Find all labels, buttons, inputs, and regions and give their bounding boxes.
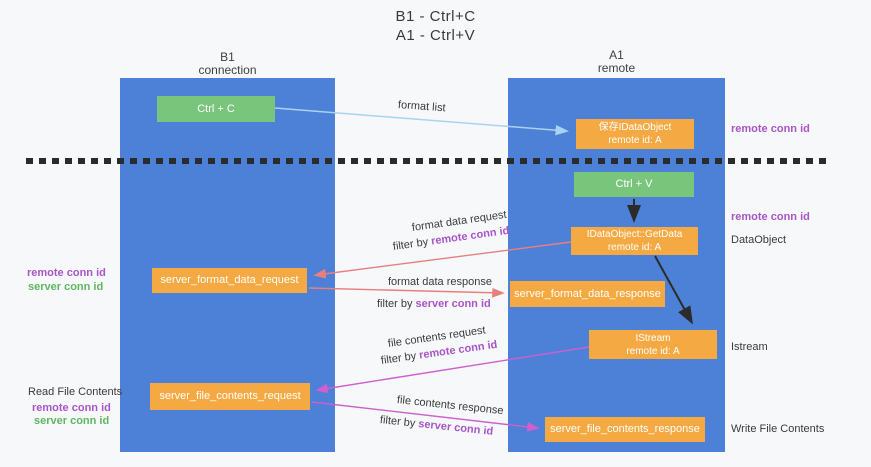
label-dataobject: DataObject: [731, 234, 787, 246]
node-istream-line1: IStream: [635, 332, 671, 344]
label-server-conn-id-left-mid: server conn id: [28, 281, 104, 293]
label-remote-conn-id-left-mid: remote conn id: [27, 267, 106, 279]
label-filter-by-server-1: filter by server conn id: [377, 298, 491, 310]
node-getdata-line2: remote id: A: [607, 242, 662, 253]
label-remote-conn-id-right-mid: remote conn id: [731, 211, 810, 223]
node-ctrl-c: Ctrl + C: [157, 96, 275, 122]
node-ctrl-c-label: Ctrl + C: [197, 102, 235, 115]
node-server-format-data-request-label: server_format_data_request: [160, 274, 299, 286]
label-filter-by-remote-1: filter by remote conn id: [392, 225, 510, 253]
label-file-contents-response: file contents response: [396, 394, 505, 418]
filter-by-text: filter by: [377, 298, 413, 310]
node-server-file-contents-response: server_file_contents_response: [545, 417, 705, 442]
filter-by-text: filter by: [392, 236, 429, 253]
title-line-2: A1 - Ctrl+V: [395, 27, 476, 44]
filter-by-text: filter by: [379, 414, 416, 430]
column-header-a1: A1 remote: [508, 49, 725, 75]
title-line-1: B1 - Ctrl+C: [395, 8, 476, 25]
label-read-file-contents: Read File Contents: [28, 386, 123, 398]
filter-by-text: filter by: [380, 350, 417, 367]
node-idataobject-getdata: IDataObject::GetData remote id: A: [571, 227, 698, 255]
column-a1-name: A1: [609, 48, 624, 62]
label-remote-conn-id-right-top: remote conn id: [731, 123, 810, 135]
node-server-file-contents-request-label: server_file_contents_request: [159, 390, 301, 402]
node-server-file-contents-response-label: server_file_contents_response: [550, 423, 700, 435]
node-server-format-data-request: server_format_data_request: [152, 268, 307, 293]
column-b1-name: B1: [220, 50, 235, 64]
node-istream: IStream remote id: A: [589, 330, 717, 359]
node-istream-line2: remote id: A: [626, 345, 680, 357]
column-header-b1: B1 connection: [120, 51, 335, 77]
server-conn-id-highlight: server conn id: [417, 418, 494, 438]
label-server-conn-id-left-bottom: server conn id: [34, 415, 110, 427]
label-istream: Istream: [731, 341, 768, 353]
node-server-format-data-response-label: server_format_data_response: [514, 287, 661, 300]
server-conn-id-highlight: server conn id: [415, 298, 491, 310]
label-format-list: format list: [397, 99, 446, 115]
node-server-format-data-response: server_format_data_response: [510, 281, 665, 307]
column-b1-subtitle: connection: [198, 63, 257, 77]
arrow-format-data-response: [308, 287, 505, 298]
dashed-separator-line: [26, 158, 830, 164]
label-write-file-contents: Write File Contents: [731, 423, 825, 435]
column-a1-subtitle: remote: [597, 61, 636, 75]
label-filter-by-server-2: filter by server conn id: [379, 414, 493, 438]
label-remote-conn-id-left-bottom: remote conn id: [32, 402, 111, 414]
node-getdata-line1: IDataObject::GetData: [586, 229, 683, 240]
node-ctrl-v-label: Ctrl + V: [615, 178, 653, 190]
node-server-file-contents-request: server_file_contents_request: [150, 383, 310, 410]
node-ctrl-v: Ctrl + V: [574, 172, 694, 197]
label-format-data-response: format data response: [388, 276, 492, 288]
node-save-idataobject-line2: remote id: A: [608, 135, 662, 146]
node-save-idataobject: 保存IDataObject remote id: A: [576, 119, 694, 149]
node-save-idataobject-line1: 保存IDataObject: [598, 122, 672, 133]
